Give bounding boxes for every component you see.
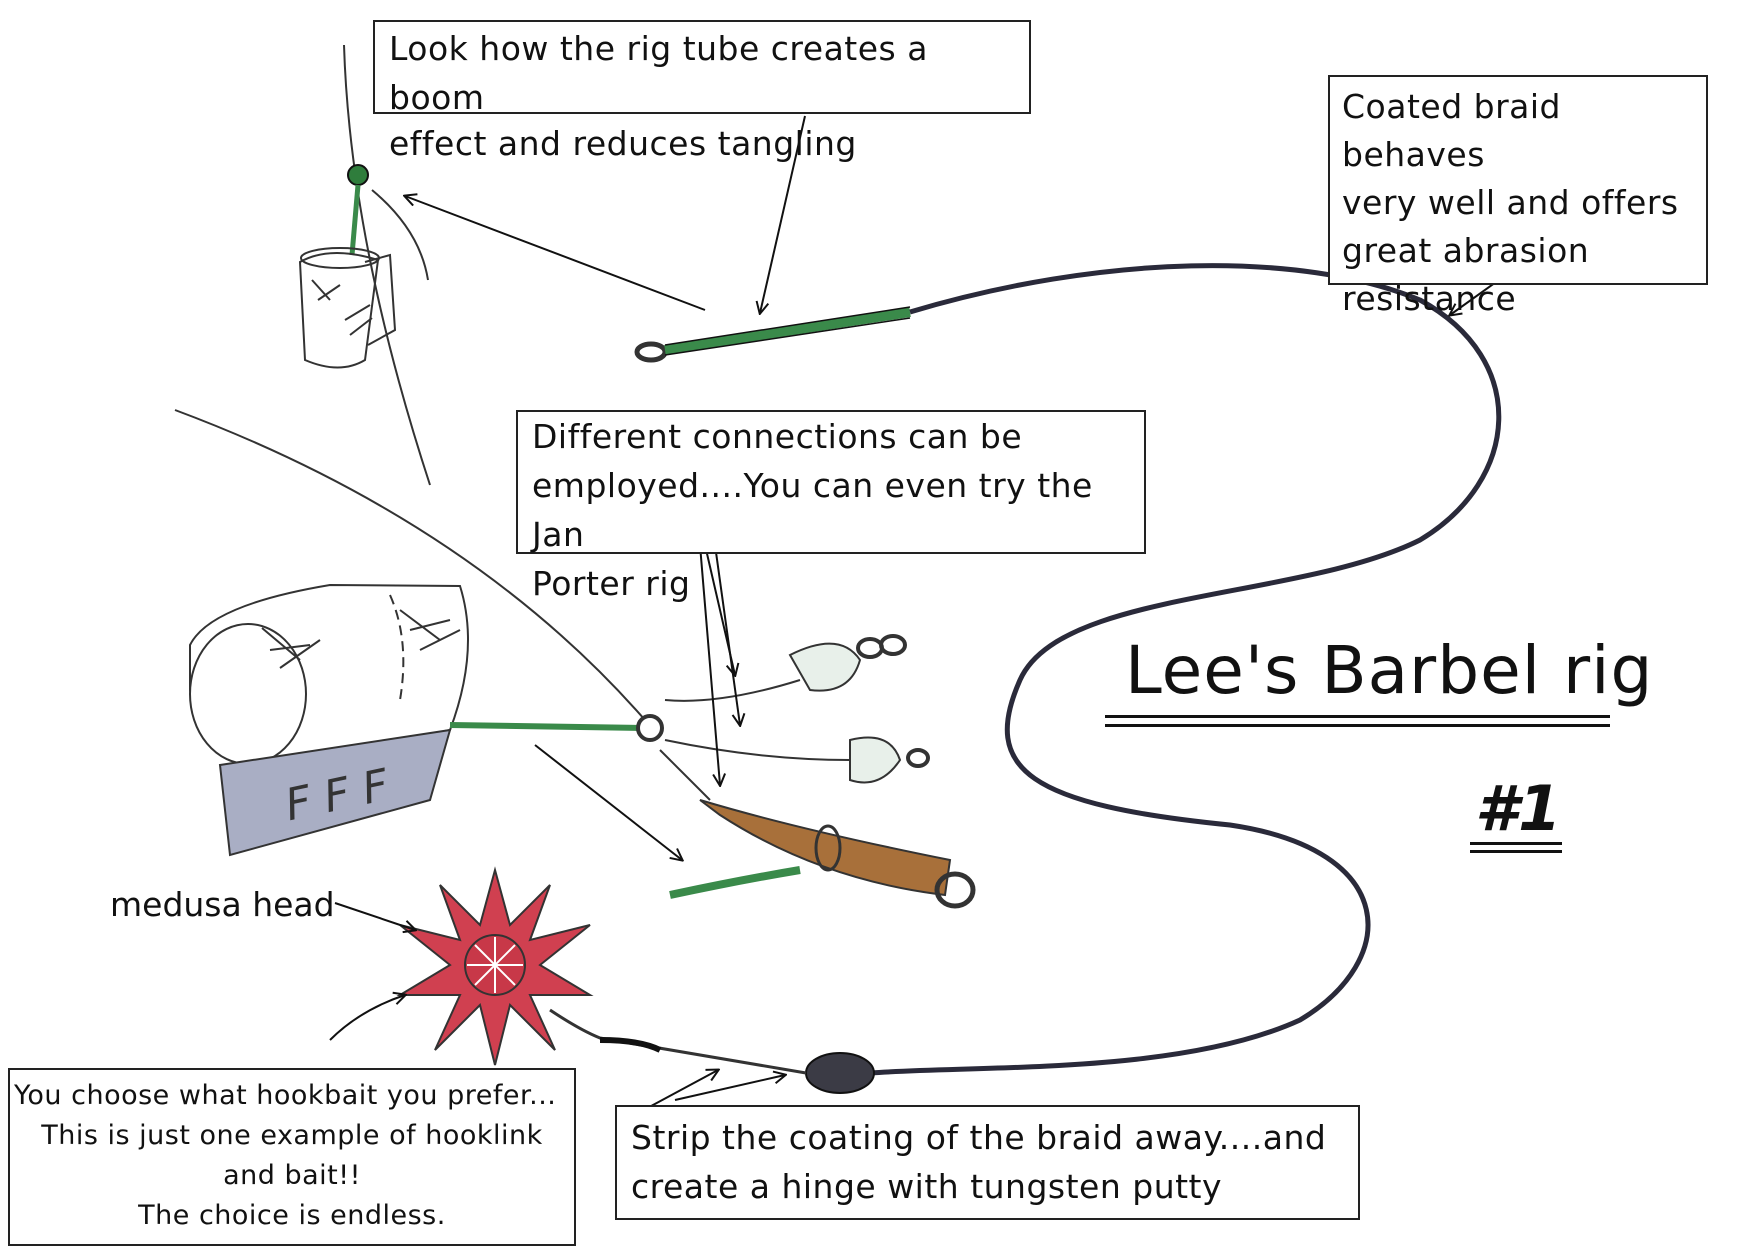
callout-line: Strip the coating of the braid away....a… [631,1118,1327,1157]
title-underline [1105,715,1610,718]
callout-line: You choose what hookbait you prefer... [14,1080,557,1111]
title-underline [1105,724,1610,727]
tungsten-putty [805,1052,875,1094]
callout-connections: Different connections can be employed...… [516,410,1146,603]
callout-line: Porter rig [532,564,691,603]
callout-line: This is just one example of hooklink [41,1120,543,1151]
callout-hinge: Strip the coating of the braid away....a… [615,1105,1360,1220]
callout-line: resistance [1342,279,1517,318]
callout-line: very well and offers [1342,183,1679,222]
arrows [329,115,1546,1113]
callout-line: Different connections can be [532,417,1023,456]
connection-options [659,634,976,909]
callout-line: effect and reduces tangling [389,124,857,163]
hooklink-to-bait [599,1037,662,1053]
rig-tube [634,306,911,363]
medusa-head-label: medusa head [110,885,335,924]
diagram-title: Lee's Barbel rig [1125,632,1654,709]
lower-feeder [189,583,664,857]
callout-rig-tube: Look how the rig tube creates a boom eff… [373,20,1031,163]
number-underline [1470,842,1562,845]
callout-line: great abrasion [1342,231,1590,270]
callout-line: The choice is endless. [138,1200,446,1231]
line-curve [174,409,646,721]
coated-braid [869,263,1502,1076]
number-underline [1470,850,1562,853]
stripped-braid [549,1008,807,1075]
callout-line: Coated braid behaves [1342,87,1572,174]
callout-line: and bait!! [223,1160,361,1191]
callout-line: employed....You can even try the Jan [532,466,1104,554]
main-line [343,44,431,486]
callout-coated-braid: Coated braid behaves very well and offer… [1328,75,1708,318]
top-feeder [298,164,429,369]
rig-number: #1 [1475,772,1562,845]
callout-line: create a hinge with tungsten putty [631,1167,1223,1206]
callout-line: Look how the rig tube creates a boom [389,29,939,117]
medusa-head-bait [396,866,594,1066]
callout-hookbait: You choose what hookbait you prefer... T… [8,1068,576,1246]
